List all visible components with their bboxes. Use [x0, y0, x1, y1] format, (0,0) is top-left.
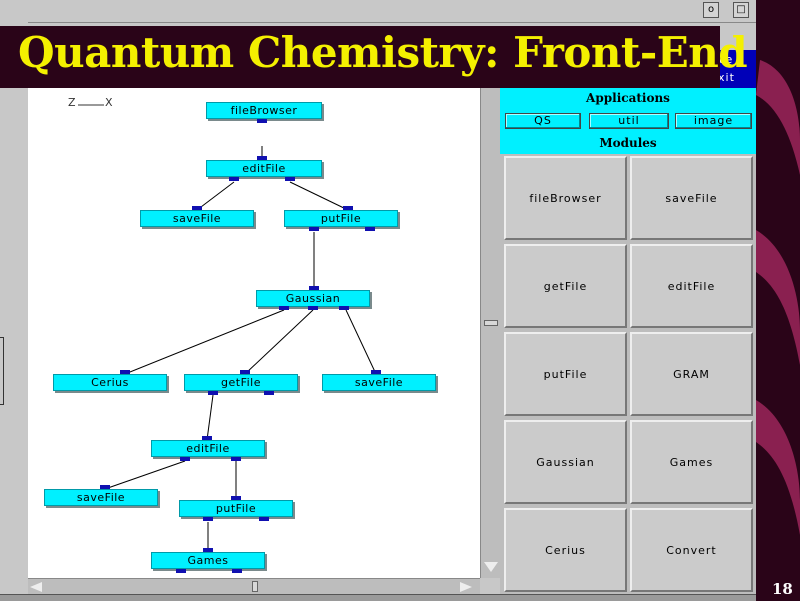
node-input-port[interactable] — [100, 485, 110, 489]
module-filebrowser-button[interactable]: fileBrowser — [504, 156, 627, 240]
node-input-port[interactable] — [231, 496, 241, 500]
node-label: saveFile — [354, 376, 404, 389]
node-output-port[interactable] — [264, 391, 274, 395]
workflow-node-putfile[interactable]: putFile — [284, 210, 398, 227]
node-label: putFile — [320, 212, 362, 225]
node-input-port[interactable] — [309, 286, 319, 290]
node-label: putFile — [215, 502, 257, 515]
applications-header: Applications — [500, 88, 756, 108]
node-input-port[interactable] — [120, 370, 130, 374]
modules-header: Modules — [500, 132, 756, 154]
application-image-button[interactable]: image — [675, 113, 752, 129]
workflow-node-savefile-3[interactable]: saveFile — [44, 489, 158, 506]
node-input-port[interactable] — [371, 370, 381, 374]
node-label: saveFile — [172, 212, 222, 225]
node-output-port[interactable] — [203, 517, 213, 521]
save-button[interactable]: ve — [718, 53, 734, 66]
module-gaussian-button[interactable]: Gaussian — [504, 420, 627, 504]
module-palette-panel: ve xit Applications QS util image Module… — [500, 50, 756, 594]
axis-x-label: X — [105, 96, 113, 109]
module-savefile-button[interactable]: saveFile — [630, 156, 753, 240]
slide-title-banner: Quantum Chemistry: Front-End — [0, 26, 748, 88]
canvas-horizontal-scrollbar[interactable] — [28, 578, 480, 595]
workflow-node-editfile[interactable]: editFile — [206, 160, 322, 177]
axis-indicator-icon — [78, 104, 104, 106]
window-title-strip: o □ — [0, 0, 756, 23]
workflow-node-games[interactable]: Games — [151, 552, 265, 569]
workflow-node-putfile-2[interactable]: putFile — [179, 500, 293, 517]
module-games-button[interactable]: Games — [630, 420, 753, 504]
node-output-port[interactable] — [279, 306, 289, 310]
node-input-port[interactable] — [192, 206, 202, 210]
application-util-button[interactable]: util — [589, 113, 669, 129]
slide-page-number: 18 — [772, 580, 793, 598]
node-output-port[interactable] — [229, 177, 239, 181]
node-input-port[interactable] — [240, 370, 250, 374]
window-menu-button[interactable]: o — [703, 2, 719, 18]
node-output-port[interactable] — [339, 306, 349, 310]
node-label: editFile — [242, 162, 286, 175]
window-maximize-button[interactable]: □ — [733, 2, 749, 18]
application-qs-button[interactable]: QS — [505, 113, 581, 129]
node-input-port[interactable] — [257, 156, 267, 160]
vertical-scroll-thumb[interactable] — [484, 320, 498, 326]
node-label: Cerius — [91, 376, 129, 389]
node-label: Gaussian — [285, 292, 341, 305]
node-output-port[interactable] — [259, 517, 269, 521]
module-gram-button[interactable]: GRAM — [630, 332, 753, 416]
node-input-port[interactable] — [343, 206, 353, 210]
node-input-port[interactable] — [203, 548, 213, 552]
module-editfile-button[interactable]: editFile — [630, 244, 753, 328]
module-cerius-button[interactable]: Cerius — [504, 508, 627, 592]
left-panel-tab[interactable] — [0, 337, 4, 405]
node-output-port[interactable] — [309, 227, 319, 231]
node-output-port[interactable] — [308, 306, 318, 310]
scroll-down-arrow-icon[interactable] — [484, 562, 498, 572]
node-output-port[interactable] — [232, 569, 242, 573]
application-window: o □ fileBrowser editF — [0, 0, 756, 601]
module-grid: fileBrowser saveFile getFile editFile pu… — [504, 156, 754, 592]
node-output-port[interactable] — [365, 227, 375, 231]
node-output-port[interactable] — [257, 119, 267, 123]
workflow-node-savefile-2[interactable]: saveFile — [322, 374, 436, 391]
node-output-port[interactable] — [285, 177, 295, 181]
node-output-port[interactable] — [231, 457, 241, 461]
horizontal-scroll-thumb[interactable] — [252, 581, 258, 592]
module-convert-button[interactable]: Convert — [630, 508, 753, 592]
window-bottom-border — [0, 594, 756, 601]
node-output-port[interactable] — [176, 569, 186, 573]
workflow-node-editfile-2[interactable]: editFile — [151, 440, 265, 457]
axis-z-label: Z — [68, 96, 76, 109]
applications-row: QS util image — [500, 108, 756, 132]
workflow-node-gaussian[interactable]: Gaussian — [256, 290, 370, 307]
node-label: Games — [187, 554, 229, 567]
module-getfile-button[interactable]: getFile — [504, 244, 627, 328]
slide-title: Quantum Chemistry: Front-End — [18, 28, 748, 77]
node-label: getFile — [221, 376, 261, 389]
node-output-port[interactable] — [180, 457, 190, 461]
workflow-node-getfile[interactable]: getFile — [184, 374, 298, 391]
canvas-vertical-scrollbar[interactable] — [480, 84, 501, 578]
node-label: fileBrowser — [230, 104, 298, 117]
node-label: editFile — [186, 442, 230, 455]
module-putfile-button[interactable]: putFile — [504, 332, 627, 416]
node-label: saveFile — [76, 491, 126, 504]
node-output-port[interactable] — [208, 391, 218, 395]
exit-button[interactable]: xit — [718, 71, 735, 84]
left-panel-edge — [0, 22, 28, 594]
workflow-canvas[interactable]: fileBrowser editFile saveFile putFile Ga… — [28, 84, 480, 578]
scroll-left-arrow-icon[interactable] — [30, 582, 42, 592]
scroll-right-arrow-icon[interactable] — [460, 582, 472, 592]
workflow-node-cerius[interactable]: Cerius — [53, 374, 167, 391]
workflow-node-filebrowser[interactable]: fileBrowser — [206, 102, 322, 119]
workflow-node-savefile[interactable]: saveFile — [140, 210, 254, 227]
node-input-port[interactable] — [202, 436, 212, 440]
